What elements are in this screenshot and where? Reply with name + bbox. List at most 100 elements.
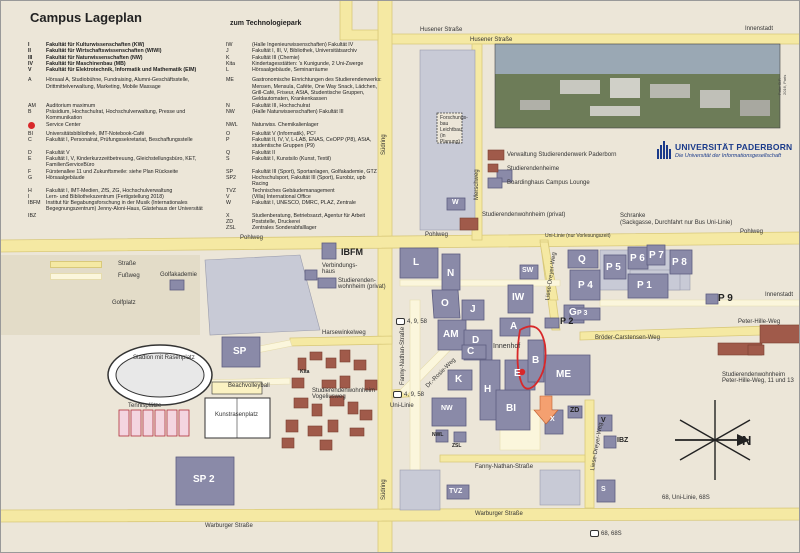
label-pohlweg-3: Pohlweg [740, 229, 764, 235]
legend-entry-text: Universitätsbibliothek, IMT-Notebook-Caf… [46, 130, 145, 137]
bus-icon [590, 530, 599, 537]
bld-P2 [544, 317, 560, 329]
service-center-dot-icon [28, 121, 35, 129]
road-legend: Straße Fußweg [50, 258, 140, 282]
legend-entry-text: Fakultät III, Hochschulrat [252, 102, 311, 109]
label-kunstrasen: Kunstrasenplatz [215, 412, 259, 418]
dorm-heime [487, 163, 499, 173]
bld-P3 [569, 307, 601, 321]
bus-stop-4-label: 68, Uni-Linie, 68S [662, 495, 710, 501]
bld-P9 [705, 293, 719, 305]
label-fanny-nathan-2: Fanny-Nathan-Straße [475, 464, 534, 470]
logo-name: UNIVERSITÄT PADERBORN [675, 142, 793, 152]
bld-NWL [435, 429, 449, 443]
legend-entry-text: Fakultät III (Chemie) [252, 54, 300, 61]
bld-sw-privat-left [317, 277, 337, 289]
label-sw-privat: Studierendenwohnheim (privat) [482, 212, 566, 218]
bld-P7 [646, 244, 666, 266]
legend-entry-text: Auditorium maximum [46, 102, 96, 109]
legend-entry-text: Fakultät I, UNESCO, DMRC, PLAZ, Zentrale [252, 200, 356, 207]
legend-entry-text: Fakultät III (Sport), Sportanlagen, Golf… [252, 168, 377, 175]
legend-entry-key: SP [226, 168, 234, 175]
legend-entry-key: L [226, 67, 229, 74]
legend-entry-text: Fakultät II [252, 149, 276, 156]
dorm-19 [364, 379, 378, 391]
legend-faculty-key: I [28, 42, 30, 48]
legend-entry-text: Fakultät V (Informatik), PC² [252, 130, 316, 137]
bld-ZSL [453, 431, 467, 443]
legend-faculty-text: Fakultät für Naturwissenschaften (NW) [46, 54, 143, 61]
legend-entry-key: H [28, 187, 32, 194]
legend-faculty-key: II [28, 48, 31, 55]
bus-icon [396, 318, 405, 325]
legend-entry-text: Naturwiss. Chemikalienlager [252, 121, 319, 128]
label-sw-vogel: Studierendenwohnheim Vogeliusweg [312, 388, 376, 400]
label-innenstadt-right: Innenstadt [765, 292, 794, 298]
label-studierendenheime: Studierendenheime [507, 166, 560, 172]
dorm-6 [291, 377, 305, 389]
label-golfplatz: Golfplatz [112, 300, 136, 306]
buildings [169, 112, 719, 506]
bld-BI [495, 389, 531, 431]
dorm-13 [285, 419, 299, 433]
compass-north-label: N [742, 433, 752, 448]
bld-Q [567, 249, 599, 269]
dorm-peter-2 [759, 324, 800, 344]
bld-V [597, 414, 613, 432]
label-pohlweg-2: Pohlweg [425, 232, 449, 238]
dorm-4 [339, 349, 351, 363]
bld-TVZ [446, 484, 470, 500]
dorm-17 [319, 439, 333, 451]
dorm-20 [359, 409, 373, 421]
dorm-18 [281, 437, 295, 449]
stadium-inner [115, 352, 205, 398]
bld-forschung [436, 112, 463, 144]
legend-entry-key: TVZ [226, 187, 236, 194]
bus-stop-5-label: 68, 68S [601, 531, 622, 538]
aerial-photo [494, 43, 781, 129]
legend-entry-key: B [28, 108, 32, 115]
legend-entry-key: ZSL [226, 225, 236, 232]
bld-N [441, 253, 461, 291]
photo-credit: Foto: B.F. 2016, Paris [777, 74, 787, 95]
legend-entry-row: Service Center NWL Naturwiss. Chemikalienl… [28, 121, 383, 131]
path-3 [599, 299, 800, 307]
label-pohlweg-1: Pohlweg [240, 235, 264, 241]
bus-stop-1: 4, 9, 58 [396, 318, 427, 325]
legend-entry-text: (Halle Ingenieurwissenschaften) Fakultät… [252, 42, 354, 48]
bld-IBZ [603, 435, 617, 449]
dorm-2 [309, 351, 323, 361]
legend-entry-text: Service Center [46, 121, 81, 128]
legend-entry-key: SP2 [226, 174, 236, 181]
parking-2 [399, 469, 441, 511]
legend-entry-key: NW [226, 108, 235, 115]
legend-entry-key: J [226, 48, 229, 55]
legend-entry-text: Studienberatung, Betriebsarzt, Agentur f… [252, 212, 365, 219]
road-tech [339, 0, 379, 41]
dorm-3 [325, 357, 337, 369]
legend-entry-text: Zentrales Sonderabfalllager [252, 225, 317, 232]
bld-J [461, 299, 485, 321]
dorms [281, 149, 800, 451]
bld-L [399, 247, 439, 279]
legend-entry-text: Hörsaalgebäude [46, 174, 85, 181]
legend-entry-text: Hochschulsport, Fakultät III (Sport), Eu… [252, 174, 366, 188]
legend-entry-key: ME [226, 77, 234, 84]
legend-entry-key: NWL [226, 121, 238, 128]
legend-entry-key: IBFM [28, 200, 41, 207]
bld-A [499, 317, 531, 337]
logo-mark-icon [657, 141, 671, 159]
label-sw-peter: Studierendenwohnheim Peter-Hille-Weg, 11… [722, 372, 794, 384]
beach-field [211, 381, 263, 395]
bld-P4 [569, 269, 601, 301]
legend-entry-key: O [226, 130, 231, 137]
